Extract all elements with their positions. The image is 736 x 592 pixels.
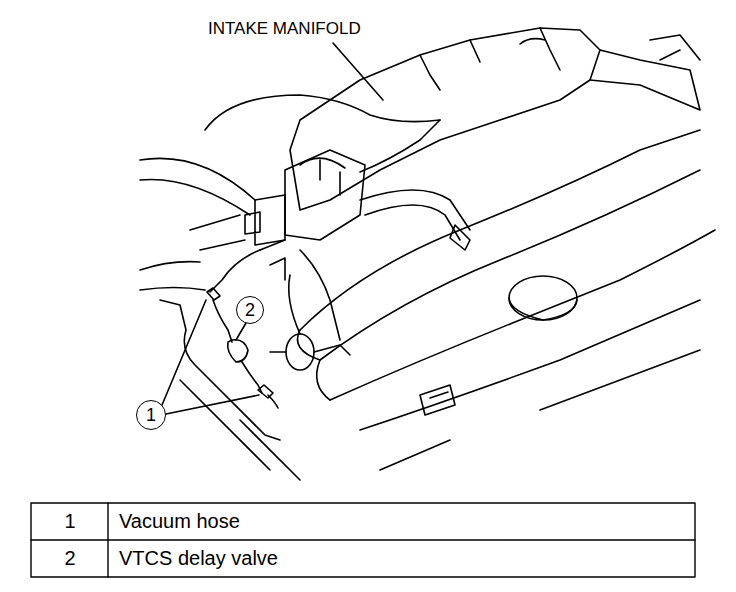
callout-number: 2 (245, 301, 255, 319)
table-cell-number: 2 (64, 547, 75, 569)
table-cell-number: 1 (64, 510, 75, 532)
table-cell-text: VTCS delay valve (119, 547, 278, 569)
callout-circle: 2 (236, 296, 264, 324)
callout-number: 1 (146, 406, 156, 424)
callout-circle: 1 (136, 400, 166, 430)
table-cell-text: Vacuum hose (119, 510, 240, 532)
part-label: INTAKE MANIFOLD (208, 20, 361, 39)
